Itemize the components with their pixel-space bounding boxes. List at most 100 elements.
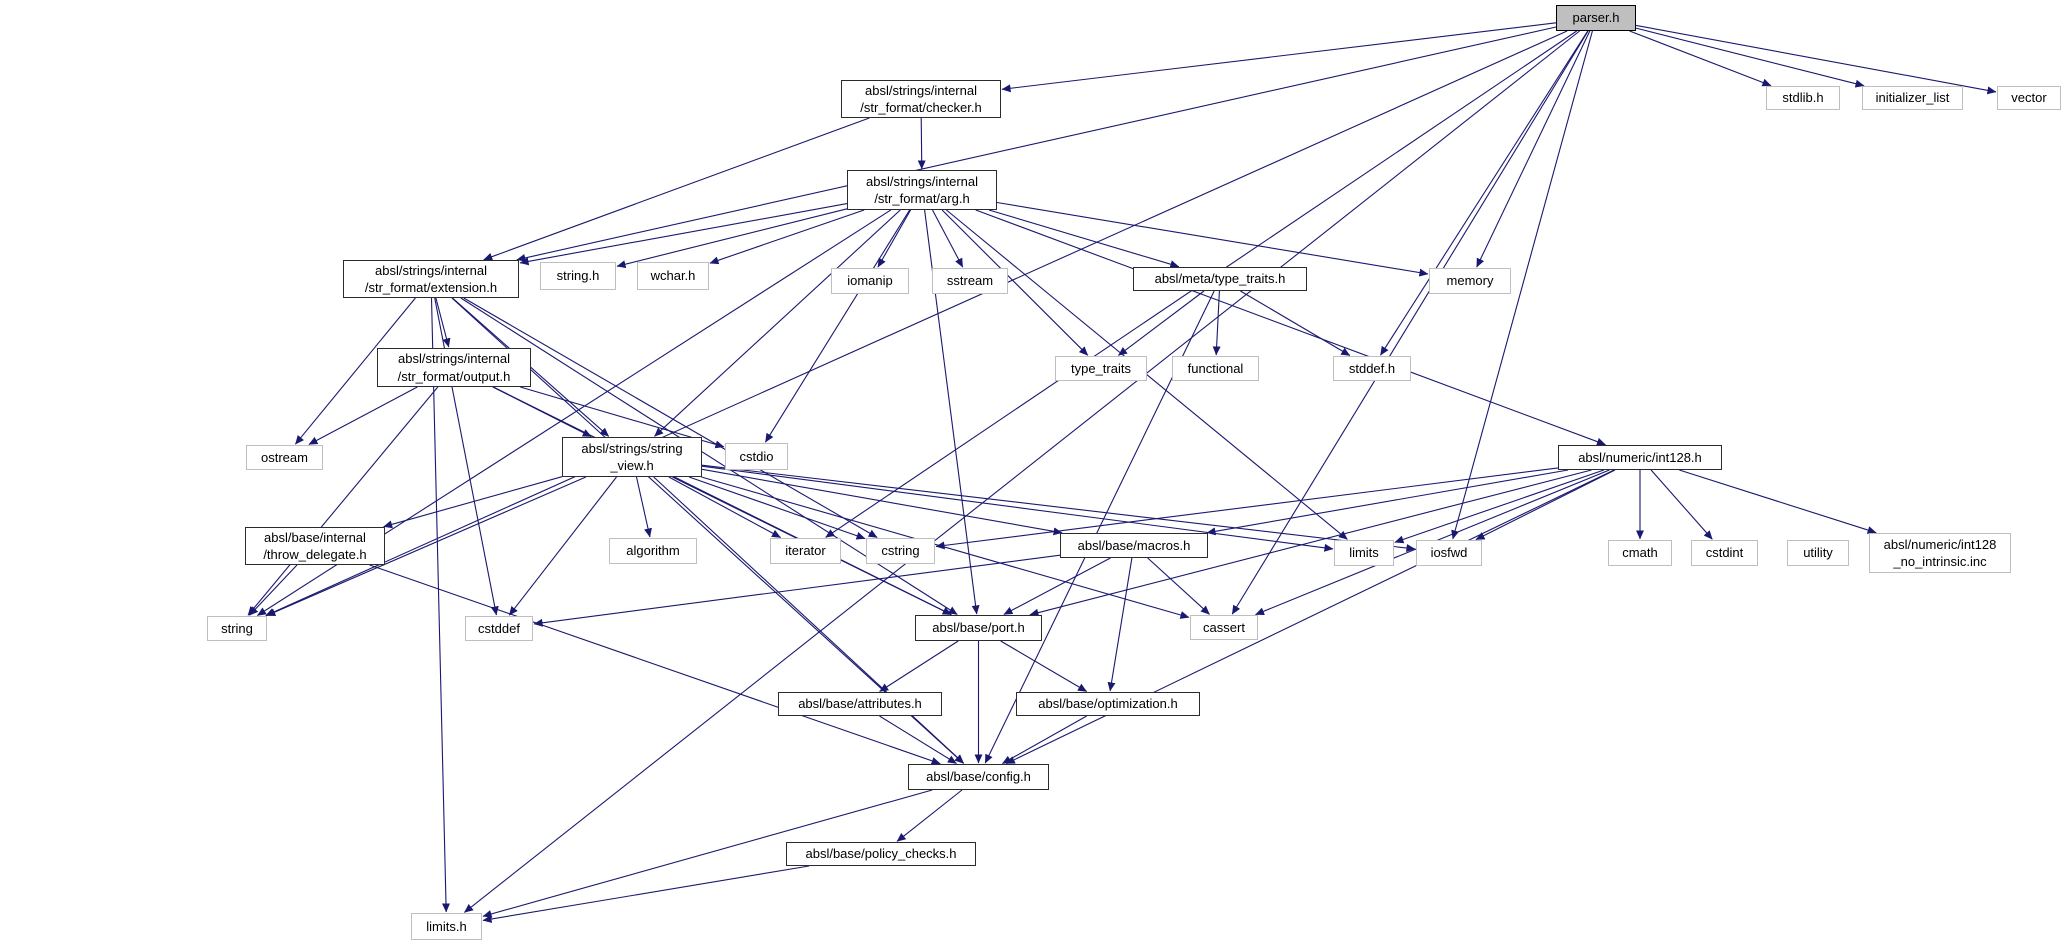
include-edge-output-to-cstdio — [520, 386, 725, 449]
include-edge-macros-to-cassert — [1147, 557, 1210, 615]
graph-node-no_intrinsic[interactable]: absl/numeric/int128 _no_intrinsic.inc — [1869, 533, 2011, 573]
graph-node-label: absl/base/policy_checks.h — [805, 846, 957, 862]
graph-node-label: absl/strings/internal /str_format/arg.h — [866, 173, 978, 206]
graph-node-cstddef[interactable]: cstddef — [465, 616, 533, 641]
include-edge-policy-to-limits_h — [482, 865, 810, 923]
include-edge-arg-to-string_h — [616, 208, 848, 269]
include-edge-parser-to-checker — [1001, 22, 1557, 93]
graph-node-output[interactable]: absl/strings/internal /str_format/output… — [377, 348, 531, 387]
graph-node-algorithm[interactable]: algorithm — [609, 538, 697, 564]
include-edge-string_view-to-iosfwd — [701, 464, 1416, 552]
graph-node-macros[interactable]: absl/base/macros.h — [1060, 533, 1208, 558]
graph-node-utility[interactable]: utility — [1787, 540, 1849, 566]
include-edge-string_view-to-throw_delegate — [383, 476, 563, 529]
include-edge-int128-to-port — [1029, 469, 1592, 617]
graph-node-port[interactable]: absl/base/port.h — [915, 615, 1042, 641]
graph-node-label: iomanip — [847, 273, 893, 289]
graph-node-optimization[interactable]: absl/base/optimization.h — [1016, 692, 1200, 716]
include-edge-int128-to-cstdint — [1650, 469, 1713, 540]
include-edge-parser-to-extension — [516, 26, 1557, 262]
include-edge-macros-to-port — [1003, 557, 1111, 615]
graph-node-string_std[interactable]: string — [207, 616, 267, 641]
graph-node-stdlib_h[interactable]: stdlib.h — [1766, 86, 1840, 110]
graph-node-int128[interactable]: absl/numeric/int128.h — [1558, 445, 1722, 470]
graph-node-string_h[interactable]: string.h — [540, 262, 616, 290]
graph-node-config[interactable]: absl/base/config.h — [908, 764, 1049, 790]
graph-node-vector[interactable]: vector — [1997, 86, 2061, 110]
graph-node-limits_std[interactable]: limits — [1334, 540, 1394, 566]
include-edge-macros-to-optimization — [1107, 557, 1133, 692]
graph-node-label: functional — [1187, 360, 1244, 376]
graph-node-iomanip[interactable]: iomanip — [831, 268, 909, 294]
include-edge-extension-to-port — [460, 297, 958, 615]
graph-node-label: absl/strings/internal /str_format/extens… — [364, 262, 498, 295]
graph-node-label: limits.h — [426, 918, 467, 934]
graph-node-iosfwd[interactable]: iosfwd — [1416, 540, 1482, 566]
include-edge-int128-to-cstring — [935, 467, 1559, 550]
graph-node-limits_h[interactable]: limits.h — [411, 913, 482, 940]
graph-node-cmath[interactable]: cmath — [1608, 540, 1672, 566]
include-edge-throw_delegate-to-config — [369, 564, 941, 765]
include-edge-parser-to-vector — [1635, 24, 1997, 95]
graph-node-label: absl/base/internal /throw_delegate.h — [263, 529, 367, 562]
graph-node-label: stddef.h — [1348, 360, 1396, 376]
include-edge-meta_tt-to-stddef_h — [1240, 290, 1351, 356]
graph-node-cassert[interactable]: cassert — [1190, 615, 1258, 640]
graph-node-stddef_h[interactable]: stddef.h — [1333, 356, 1411, 381]
graph-node-checker[interactable]: absl/strings/internal /str_format/checke… — [841, 80, 1001, 118]
include-edge-extension-to-ostream — [294, 297, 416, 445]
include-edge-output-to-string_std — [247, 386, 439, 616]
graph-node-label: string — [221, 620, 253, 636]
graph-node-policy[interactable]: absl/base/policy_checks.h — [786, 842, 976, 866]
graph-node-label: type_traits — [1071, 360, 1131, 376]
include-edge-parser-to-memory — [1476, 30, 1591, 268]
include-edge-string_view-to-macros — [701, 468, 1063, 536]
graph-node-label: absl/strings/internal /str_format/checke… — [860, 82, 982, 115]
graph-node-initializer_list[interactable]: initializer_list — [1862, 86, 1963, 110]
include-edge-checker-to-arg — [917, 117, 926, 170]
graph-node-iterator[interactable]: iterator — [770, 538, 841, 564]
graph-node-wchar_h[interactable]: wchar.h — [637, 262, 709, 290]
graph-node-arg[interactable]: absl/strings/internal /str_format/arg.h — [847, 170, 997, 210]
include-edge-string_view-to-string_std — [266, 476, 587, 617]
graph-node-type_traits[interactable]: type_traits — [1055, 356, 1147, 381]
graph-node-label: cstring — [881, 543, 920, 559]
include-edge-parser-to-cassert — [1231, 30, 1589, 615]
include-edge-parser-to-iosfwd — [1451, 30, 1593, 540]
graph-node-label: wchar.h — [650, 268, 696, 284]
include-edge-arg-to-type_traits — [941, 209, 1089, 356]
graph-node-label: absl/base/macros.h — [1077, 537, 1191, 553]
graph-node-label: parser.h — [1572, 10, 1620, 26]
include-edge-string_view-to-algorithm — [635, 476, 652, 538]
graph-node-string_view[interactable]: absl/strings/string _view.h — [562, 437, 702, 477]
graph-node-label: absl/base/port.h — [932, 620, 1025, 636]
graph-node-label: absl/base/optimization.h — [1038, 696, 1178, 712]
graph-node-ostream[interactable]: ostream — [246, 445, 323, 470]
include-edge-arg-to-string_view — [654, 209, 901, 437]
include-edge-int128-to-no_intrinsic — [1679, 469, 1877, 534]
include-edge-extension-to-config — [451, 297, 964, 764]
graph-node-label: absl/base/attributes.h — [798, 696, 922, 712]
graph-node-meta_tt[interactable]: absl/meta/type_traits.h — [1133, 267, 1307, 291]
graph-node-attributes[interactable]: absl/base/attributes.h — [778, 692, 942, 716]
include-edge-extension-to-cstddef — [434, 297, 499, 616]
include-edge-arg-to-extension — [519, 203, 848, 266]
graph-node-cstring[interactable]: cstring — [866, 538, 935, 564]
include-edge-port-to-attributes — [879, 640, 959, 692]
graph-node-functional[interactable]: functional — [1172, 356, 1259, 381]
graph-node-memory[interactable]: memory — [1429, 268, 1511, 294]
include-edge-parser-to-stdlib_h — [1629, 30, 1772, 87]
graph-node-sstream[interactable]: sstream — [932, 268, 1008, 294]
include-edge-arg-to-wchar_h — [709, 209, 865, 265]
graph-node-extension[interactable]: absl/strings/internal /str_format/extens… — [343, 260, 519, 298]
graph-node-cstdio[interactable]: cstdio — [725, 443, 788, 470]
graph-node-label: absl/numeric/int128.h — [1578, 449, 1702, 465]
include-edge-meta_tt-to-type_traits — [1118, 290, 1205, 356]
graph-node-parser[interactable]: parser.h — [1556, 5, 1636, 31]
graph-node-label: ostream — [261, 449, 308, 465]
graph-node-cstdint[interactable]: cstdint — [1691, 540, 1758, 566]
include-edge-extension-to-cstring — [463, 297, 878, 538]
graph-node-throw_delegate[interactable]: absl/base/internal /throw_delegate.h — [245, 527, 385, 565]
include-edge-string_view-to-limits_std — [701, 465, 1334, 552]
